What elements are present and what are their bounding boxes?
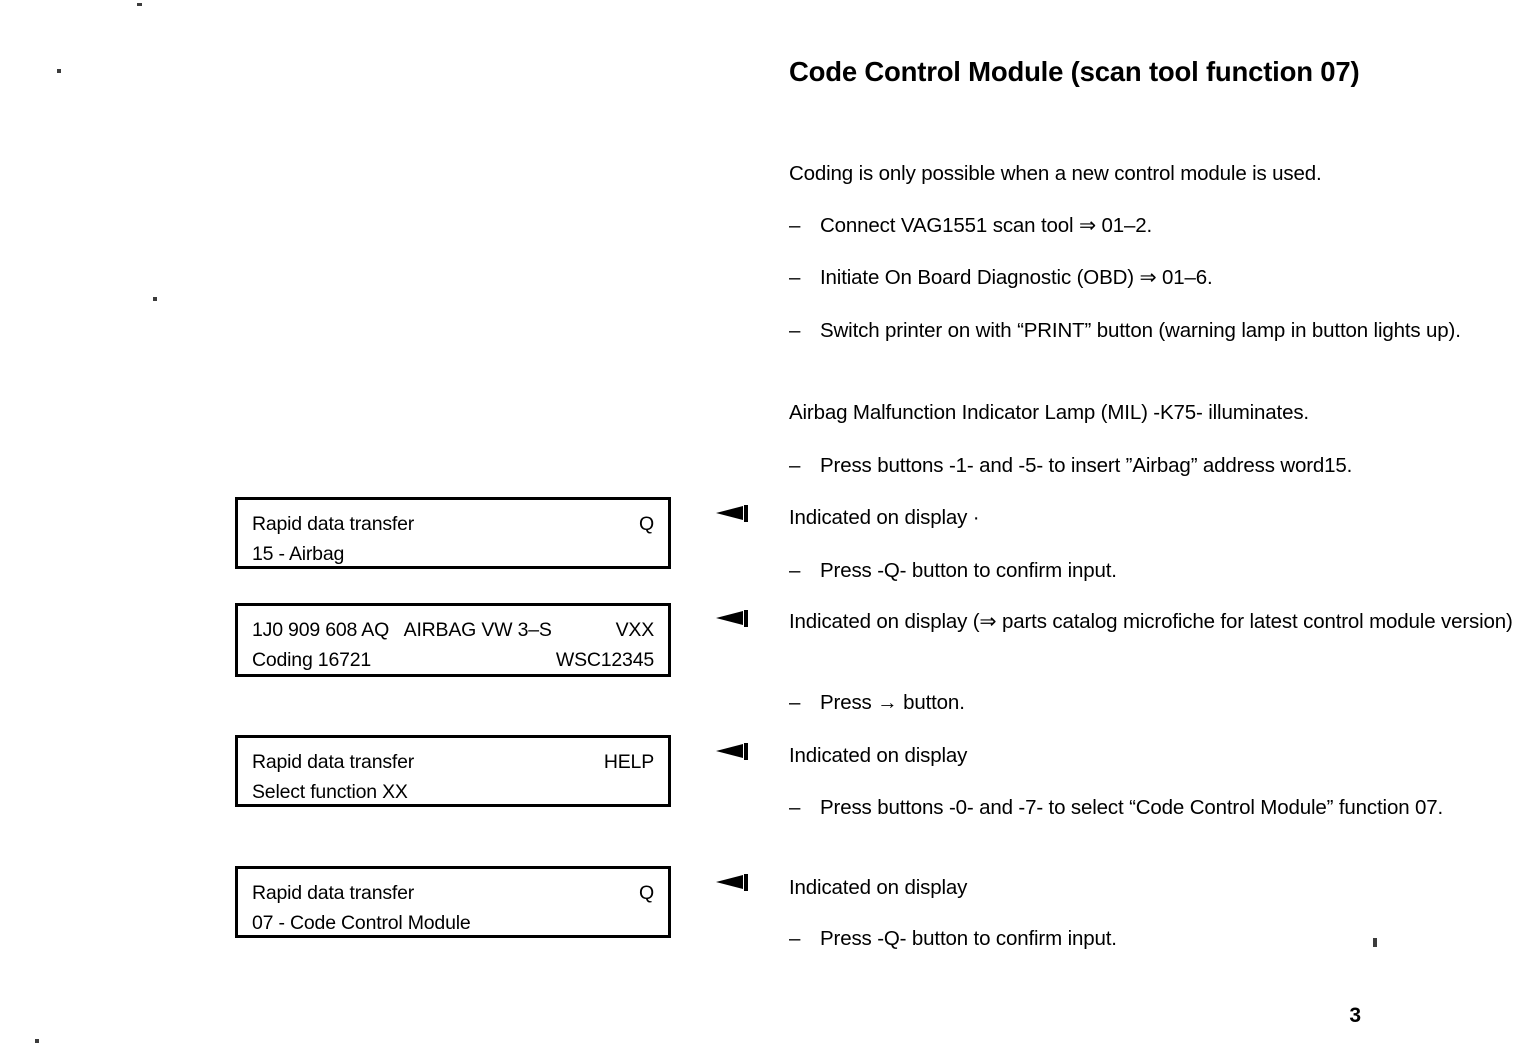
step-text: Switch printer on with “PRINT” button (w… xyxy=(820,319,1461,342)
display-line-2-left: 15 - Airbag xyxy=(252,543,345,566)
left-pointing-triangle-marker-icon xyxy=(716,610,748,627)
bullet-dash: – xyxy=(789,691,801,714)
display-line-1-right: Q xyxy=(639,882,654,904)
triangle-shape xyxy=(716,744,743,758)
triangle-tail xyxy=(744,874,748,891)
indicated-on-display-4: Indicated on display xyxy=(789,876,968,899)
display-line-1-right: Q xyxy=(639,513,654,535)
display-line-1-left: Rapid data transfer xyxy=(252,882,415,904)
display-line-2: 07 - Code Control Module xyxy=(252,908,654,938)
triangle-shape xyxy=(716,611,743,625)
page-title: Code Control Module (scan tool function … xyxy=(789,56,1360,87)
left-pointing-triangle-marker-icon xyxy=(716,874,748,891)
display-line-1-right: HELP xyxy=(603,751,654,773)
mil-illuminates-note: Airbag Malfunction Indicator Lamp (MIL) … xyxy=(789,401,1309,424)
indicated-on-display-3: Indicated on display xyxy=(789,744,968,767)
step-confirm-q-1: – Press -Q- button to confirm input. xyxy=(789,557,1536,584)
display-line-1: Rapid data transfer Q xyxy=(252,509,654,539)
left-pointing-triangle-marker-icon xyxy=(716,743,748,760)
step-text: Initiate On Board Diagnostic (OBD) ⇒ 01–… xyxy=(820,266,1213,289)
display-line-1: Rapid data transfer HELP xyxy=(252,747,654,777)
step-press-arrow-button: – Press → button. xyxy=(789,689,1536,716)
bullet-dash: – xyxy=(789,796,801,819)
scan-tool-display-part-number: 1J0 909 608 AQ AIRBAG VW 3–S VXX Coding … xyxy=(235,603,671,677)
step-text: Connect VAG1551 scan tool ⇒ 01–2. xyxy=(820,214,1153,237)
display-line-2: 15 - Airbag xyxy=(252,539,654,569)
triangle-tail xyxy=(744,505,748,522)
step-connect-scan-tool: – Connect VAG1551 scan tool ⇒ 01–2. xyxy=(789,212,1536,239)
scan-tool-display-select-function: Rapid data transfer HELP Select function… xyxy=(235,735,671,807)
page-number: 3 xyxy=(1349,1004,1361,1027)
bullet-dash: – xyxy=(789,559,801,582)
display-line-2-right: WSC12345 xyxy=(555,649,654,672)
step-select-code-control-module: – Press buttons -0- and -7- to select “C… xyxy=(789,794,1536,821)
step-initiate-obd: – Initiate On Board Diagnostic (OBD) ⇒ 0… xyxy=(789,264,1536,291)
display-line-1: 1J0 909 608 AQ AIRBAG VW 3–S VXX xyxy=(252,615,654,645)
triangle-tail xyxy=(744,743,748,760)
bullet-dash: – xyxy=(789,927,801,950)
scan-speckle xyxy=(153,297,157,301)
indicated-on-display-2: Indicated on display (⇒ parts catalog mi… xyxy=(789,610,1513,633)
display-line-1-left: Rapid data transfer xyxy=(252,513,415,535)
display-line-2: Coding 16721 WSC12345 xyxy=(252,645,654,675)
scan-tool-display-code-control-module: Rapid data transfer Q 07 - Code Control … xyxy=(235,866,671,938)
scan-speckle xyxy=(35,1039,39,1043)
triangle-shape xyxy=(716,875,743,889)
indicated-on-display-1: Indicated on display · xyxy=(789,506,980,529)
triangle-shape xyxy=(716,506,743,520)
triangle-tail xyxy=(744,610,748,627)
display-line-2: Select function XX xyxy=(252,777,654,807)
scan-tool-display-airbag-address: Rapid data transfer Q 15 - Airbag xyxy=(235,497,671,569)
left-pointing-triangle-marker-icon xyxy=(716,505,748,522)
display-line-1: Rapid data transfer Q xyxy=(252,878,654,908)
step-text: Press → button. xyxy=(820,691,965,714)
step-text: Press buttons -0- and -7- to select “Cod… xyxy=(820,796,1444,819)
step-insert-airbag-address-word: – Press buttons -1- and -5- to insert ”A… xyxy=(789,452,1536,479)
bullet-dash: – xyxy=(789,319,801,342)
bullet-dash: – xyxy=(789,454,801,477)
step-text: Press buttons -1- and -5- to insert ”Air… xyxy=(820,454,1353,477)
bullet-dash: – xyxy=(789,214,801,237)
step-text: Press -Q- button to confirm input. xyxy=(820,927,1117,950)
bullet-dash: – xyxy=(789,266,801,289)
display-line-2-left: Coding 16721 xyxy=(252,649,372,672)
scan-speckle xyxy=(137,3,142,6)
display-line-2-left: 07 - Code Control Module xyxy=(252,912,471,935)
step-confirm-q-2: – Press -Q- button to confirm input. xyxy=(789,925,1536,952)
intro-paragraph: Coding is only possible when a new contr… xyxy=(789,162,1322,185)
scan-speckle xyxy=(1373,938,1377,947)
step-switch-printer-on: – Switch printer on with “PRINT” button … xyxy=(789,317,1536,344)
display-line-1-right: VXX xyxy=(615,619,655,641)
step-text: Press -Q- button to confirm input. xyxy=(820,559,1117,582)
display-line-1-left: Rapid data transfer xyxy=(252,751,415,773)
display-line-2-left: Select function XX xyxy=(252,781,408,804)
scan-speckle xyxy=(57,69,61,73)
display-line-1-left: 1J0 909 608 AQ AIRBAG VW 3–S xyxy=(252,619,552,641)
